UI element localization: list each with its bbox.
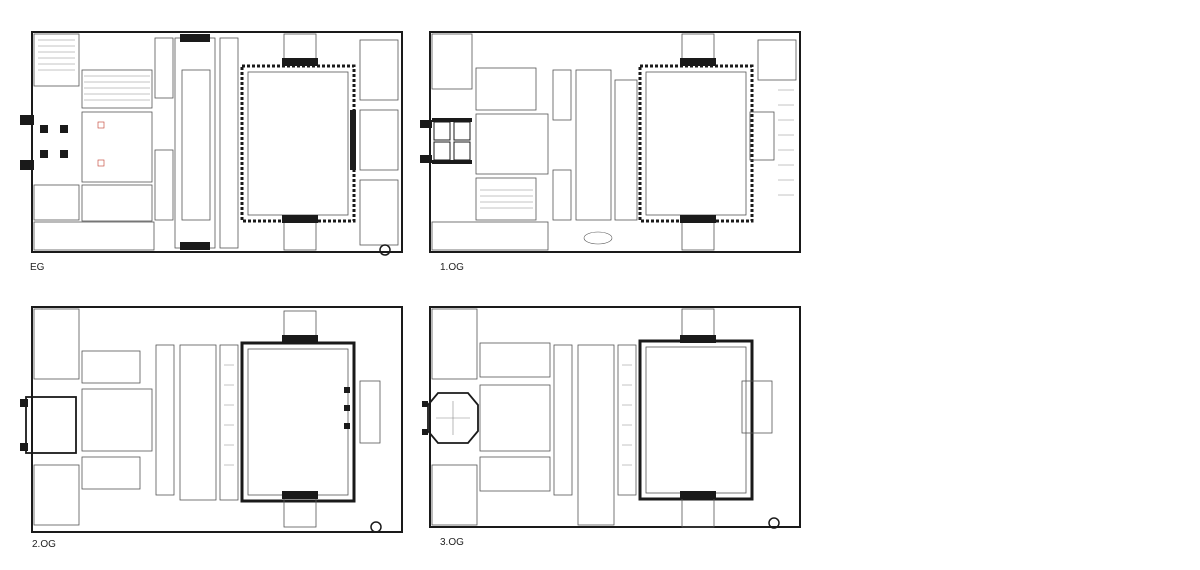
floor-label-3og: 3.OG — [440, 537, 464, 548]
floor-plan-1og-drawing — [420, 31, 801, 253]
floor-label-1og: 1.OG — [440, 262, 464, 273]
floor-plan-eg-drawing — [20, 31, 403, 256]
floor-plan-2og-drawing — [20, 306, 403, 533]
floor-label-2og: 2.OG — [32, 539, 56, 550]
floor-label-eg: EG — [30, 262, 45, 273]
floor-plan-3og-drawing — [422, 306, 801, 529]
